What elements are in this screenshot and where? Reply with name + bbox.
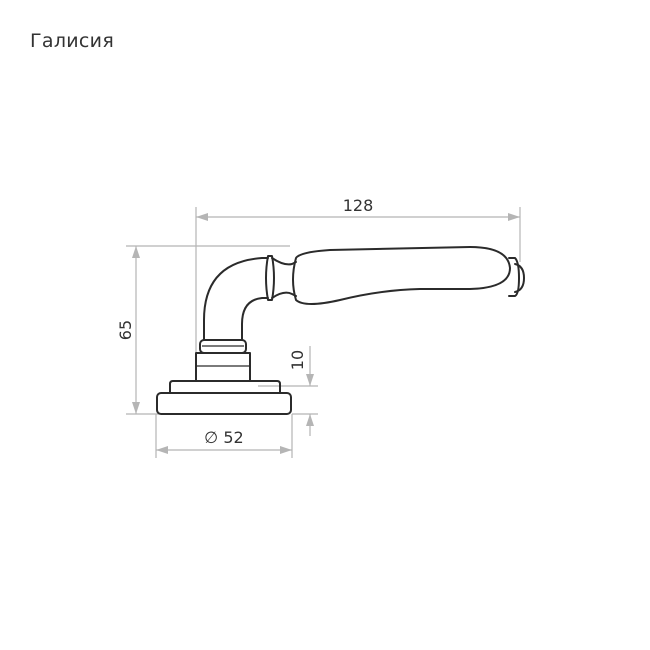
rosette-tier [169,380,281,394]
dimension-rosette-diameter: ∅ 52 [155,414,293,458]
door-handle [156,246,525,415]
shank-inner [241,297,269,341]
rosette-diameter-label: ∅ 52 [204,428,243,447]
end-cap [508,257,520,297]
shank-ring [265,255,275,301]
rosette-base [156,392,292,415]
ceramic-grip [292,246,511,305]
collar-ring [199,339,247,354]
dimension-length: 128 [195,196,521,352]
dimension-rosette-height: 10 [258,346,318,436]
product-title: Галисия [30,30,115,52]
height-label: 65 [116,320,135,340]
neck-base [195,352,251,382]
dimension-height: 65 [116,245,290,415]
length-label: 128 [343,196,374,215]
rosette-height-label: 10 [288,350,307,370]
shank-outer [203,257,269,341]
